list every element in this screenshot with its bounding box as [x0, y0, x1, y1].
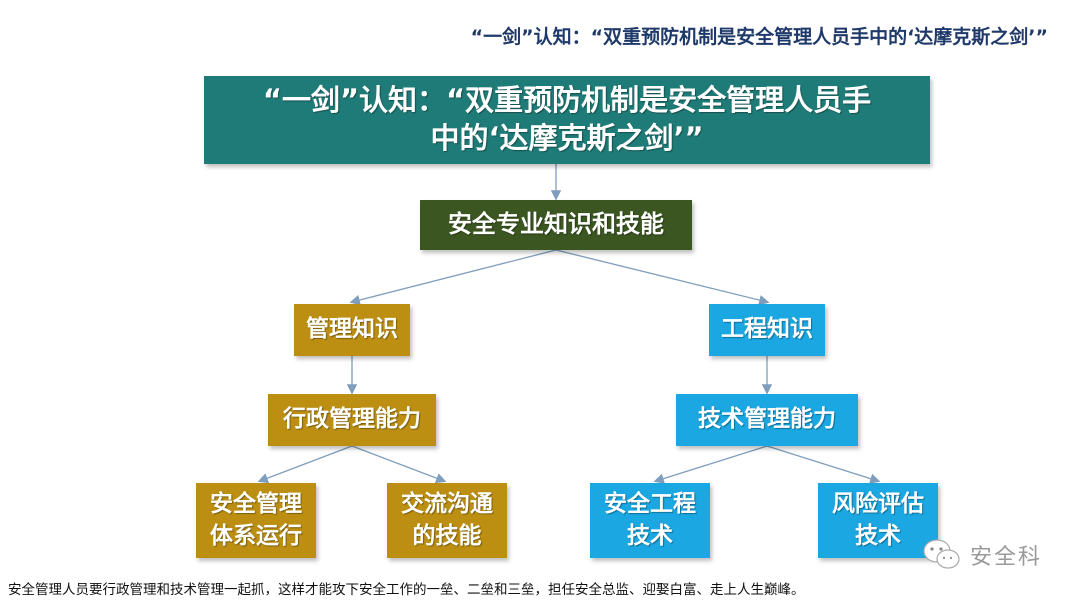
leaf-line1: 交流沟通: [401, 491, 493, 518]
footer-caption: 安全管理人员要行政管理和技术管理一起抓，这样才能攻下安全工作的一垒、二垒和三垒，…: [8, 582, 805, 598]
watermark-text: 安全科: [970, 545, 1043, 570]
communication-skills-node: 交流沟通 的技能: [387, 483, 507, 558]
safety-engineering-tech-node: 安全工程 技术: [590, 483, 710, 558]
wechat-icon: [923, 539, 960, 569]
root-node-line2: 中的‘达摩克斯之剑’”: [430, 121, 704, 155]
leaf-line2: 的技能: [412, 522, 482, 549]
leaf-line2: 技术: [627, 522, 673, 549]
leaf-line1: 安全管理: [210, 491, 302, 518]
engineering-knowledge-node: 工程知识: [709, 304, 825, 356]
technical-ability-node: 技术管理能力: [676, 394, 858, 446]
skills-node: 安全专业知识和技能: [420, 200, 692, 250]
leaf-line1: 风险评估: [832, 491, 924, 518]
watermark: 安全科: [922, 538, 1042, 572]
leaf-line1: 安全工程: [604, 491, 696, 518]
root-node: “一剑”认知：“双重预防机制是安全管理人员手 中的‘达摩克斯之剑’”: [204, 76, 930, 164]
page-title: “一剑”认知：“双重预防机制是安全管理人员手中的‘达摩克斯之剑’”: [470, 26, 1048, 48]
administrative-ability-node: 行政管理能力: [268, 394, 436, 446]
safety-system-operation-node: 安全管理 体系运行: [196, 483, 316, 558]
risk-assessment-tech-node: 风险评估 技术: [818, 483, 938, 558]
leaf-line2: 技术: [855, 522, 901, 549]
management-knowledge-node: 管理知识: [294, 304, 410, 356]
root-node-line1: “一剑”认知：“双重预防机制是安全管理人员手: [262, 83, 872, 118]
leaf-line2: 体系运行: [210, 522, 302, 549]
